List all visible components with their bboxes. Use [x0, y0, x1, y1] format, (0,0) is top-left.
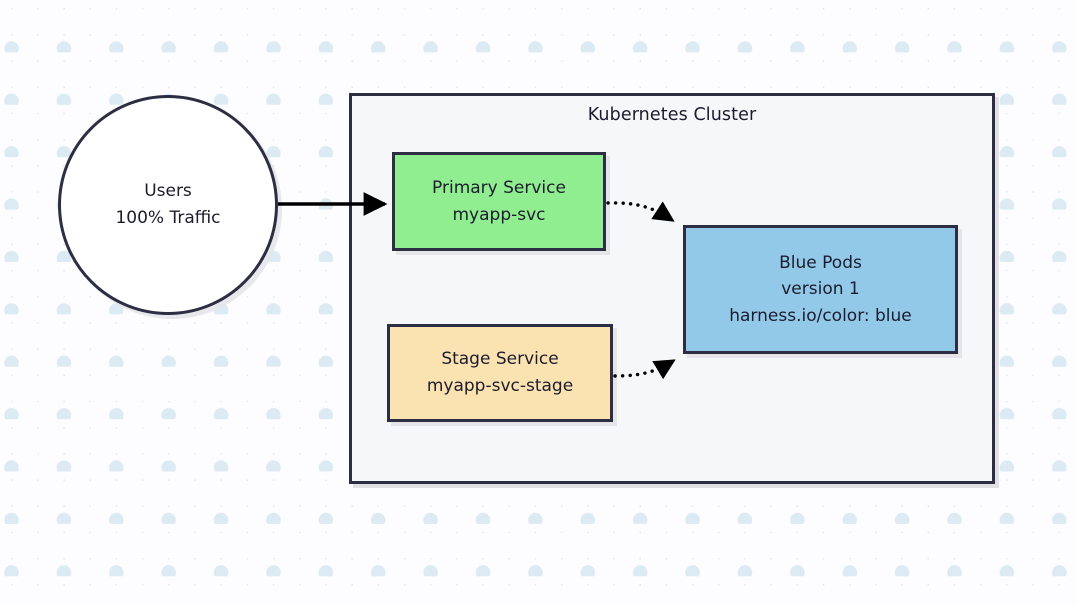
users-label-primary: Users [144, 181, 192, 202]
node-primary-service[interactable]: Primary Service myapp-svc [392, 152, 606, 251]
blue-pods-version: version 1 [781, 279, 860, 300]
primary-service-title: Primary Service [432, 177, 566, 198]
primary-service-name: myapp-svc [452, 204, 546, 225]
blue-pods-title: Blue Pods [779, 252, 862, 273]
node-stage-service[interactable]: Stage Service myapp-svc-stage [387, 324, 613, 422]
stage-service-name: myapp-svc-stage [426, 376, 574, 396]
node-blue-pods[interactable]: Blue Pods version 1 harness.io/color: bl… [683, 225, 958, 354]
users-label-traffic: 100% Traffic [115, 208, 221, 228]
cluster-title: Kubernetes Cluster [587, 105, 757, 125]
node-users[interactable]: Users 100% Traffic [58, 95, 278, 315]
blue-pods-label: harness.io/color: blue [729, 305, 912, 326]
stage-service-title: Stage Service [441, 349, 559, 370]
